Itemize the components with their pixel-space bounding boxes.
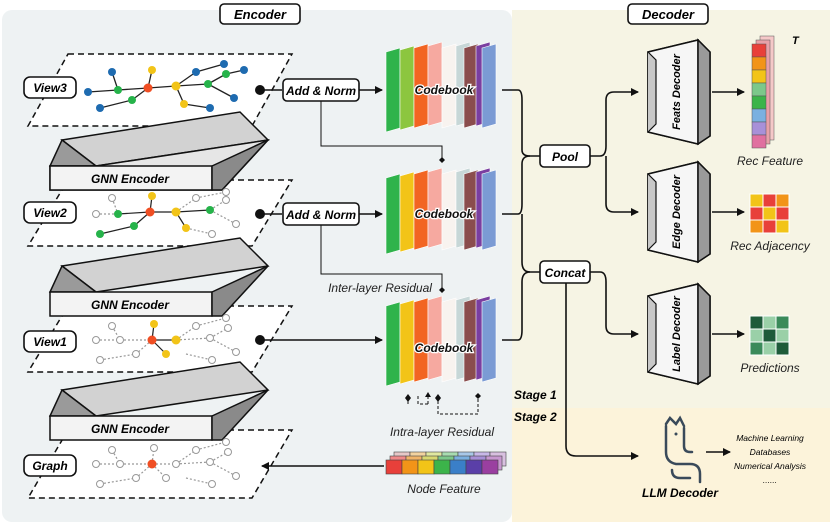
llm-output-item-0: Machine Learning bbox=[736, 433, 804, 443]
rec-adjacency-label: Rec Adjacency bbox=[730, 239, 811, 253]
concat-label: Concat bbox=[545, 266, 587, 280]
inter-layer-residual-label: Inter-layer Residual bbox=[328, 281, 432, 295]
edge-decoder: Edge Decoder bbox=[647, 160, 711, 264]
view1-label-box: View1 bbox=[23, 330, 77, 353]
graph-label: Graph bbox=[32, 459, 67, 473]
llm-output-item-1: Databases bbox=[750, 447, 791, 457]
gnn-encoder-1-label: GNN Encoder bbox=[91, 172, 170, 186]
view1-arrow bbox=[255, 335, 383, 345]
view3-label: View3 bbox=[33, 81, 67, 95]
intra-layer-arrowheads bbox=[405, 392, 441, 402]
llama-icon bbox=[664, 415, 702, 484]
view3-label-box: View3 bbox=[23, 76, 77, 99]
rec-feature-label: Rec Feature bbox=[737, 154, 803, 168]
input-graph-nodes bbox=[92, 438, 240, 488]
gnn-encoder-1: GNN Encoder bbox=[48, 111, 270, 191]
codebook-3-label: Codebook bbox=[415, 341, 475, 355]
view1-label: View1 bbox=[33, 335, 67, 349]
concat-to-label-decoder bbox=[590, 271, 639, 338]
inter-layer-residual-2 bbox=[320, 225, 445, 293]
decoder-title-box: Decoder bbox=[627, 3, 709, 25]
rec-feature-column bbox=[751, 43, 767, 149]
concat-box: Concat bbox=[539, 260, 591, 284]
codebook-3: Codebook bbox=[385, 295, 497, 387]
llm-output-item-3: ...... bbox=[763, 475, 777, 485]
view2-nodes bbox=[92, 188, 240, 238]
label-decoder: Label Decoder bbox=[647, 282, 711, 386]
view2-label: View2 bbox=[33, 206, 67, 220]
view2-label-box: View2 bbox=[23, 201, 77, 224]
gnn-encoder-2-label: GNN Encoder bbox=[91, 298, 170, 312]
encoder-title-box: Encoder bbox=[219, 3, 301, 25]
codebook-2-label: Codebook bbox=[415, 207, 475, 221]
feats-decoder: Feats Decoder bbox=[647, 38, 711, 146]
llm-decoder-label: LLM Decoder bbox=[642, 486, 719, 500]
codebook-1-label: Codebook bbox=[415, 83, 475, 97]
node-feature-stack bbox=[385, 451, 507, 475]
pool-label: Pool bbox=[552, 150, 579, 164]
predictions-grid bbox=[749, 315, 790, 356]
add-norm-1: Add & Norm bbox=[255, 78, 383, 102]
encoder-title: Encoder bbox=[234, 7, 287, 22]
label-decoder-label: Label Decoder bbox=[671, 295, 683, 372]
rec-adjacency-grid bbox=[749, 193, 790, 234]
view1-nodes bbox=[92, 314, 240, 364]
add-norm-1-label: Add & Norm bbox=[285, 84, 356, 98]
add-norm-2-label: Add & Norm bbox=[285, 208, 356, 222]
llm-output-item-2: Numerical Analysis bbox=[734, 461, 807, 471]
graph-label-box: Graph bbox=[23, 454, 77, 477]
codebook-1: Codebook bbox=[385, 41, 497, 133]
stage2-label: Stage 2 bbox=[514, 410, 557, 424]
feats-decoder-label: Feats Decoder bbox=[671, 53, 683, 130]
stage2-panel bbox=[512, 408, 830, 522]
intra-layer-residual-label: Intra-layer Residual bbox=[390, 425, 494, 439]
t-label: T bbox=[792, 35, 800, 47]
add-norm-2: Add & Norm bbox=[255, 202, 383, 226]
view3-nodes bbox=[84, 60, 248, 112]
stage1-label: Stage 1 bbox=[514, 388, 557, 402]
node-feature-label: Node Feature bbox=[407, 482, 481, 496]
gnn-encoder-2: GNN Encoder bbox=[48, 237, 270, 317]
decoder-title: Decoder bbox=[642, 7, 695, 22]
inter-layer-residual-1 bbox=[320, 101, 445, 163]
codebook-to-pool-lines bbox=[502, 89, 540, 341]
edge-decoder-label: Edge Decoder bbox=[671, 174, 683, 249]
codebook-2: Codebook bbox=[385, 167, 497, 255]
pool-box: Pool bbox=[539, 144, 591, 168]
llm-outputs: Machine Learning Databases Numerical Ana… bbox=[734, 433, 807, 485]
predictions-label: Predictions bbox=[740, 361, 799, 375]
gnn-encoder-3-label: GNN Encoder bbox=[91, 422, 170, 436]
pool-to-decoders bbox=[590, 88, 639, 216]
concat-to-llm-decoder bbox=[565, 283, 639, 460]
gnn-encoder-3: GNN Encoder bbox=[48, 361, 270, 441]
